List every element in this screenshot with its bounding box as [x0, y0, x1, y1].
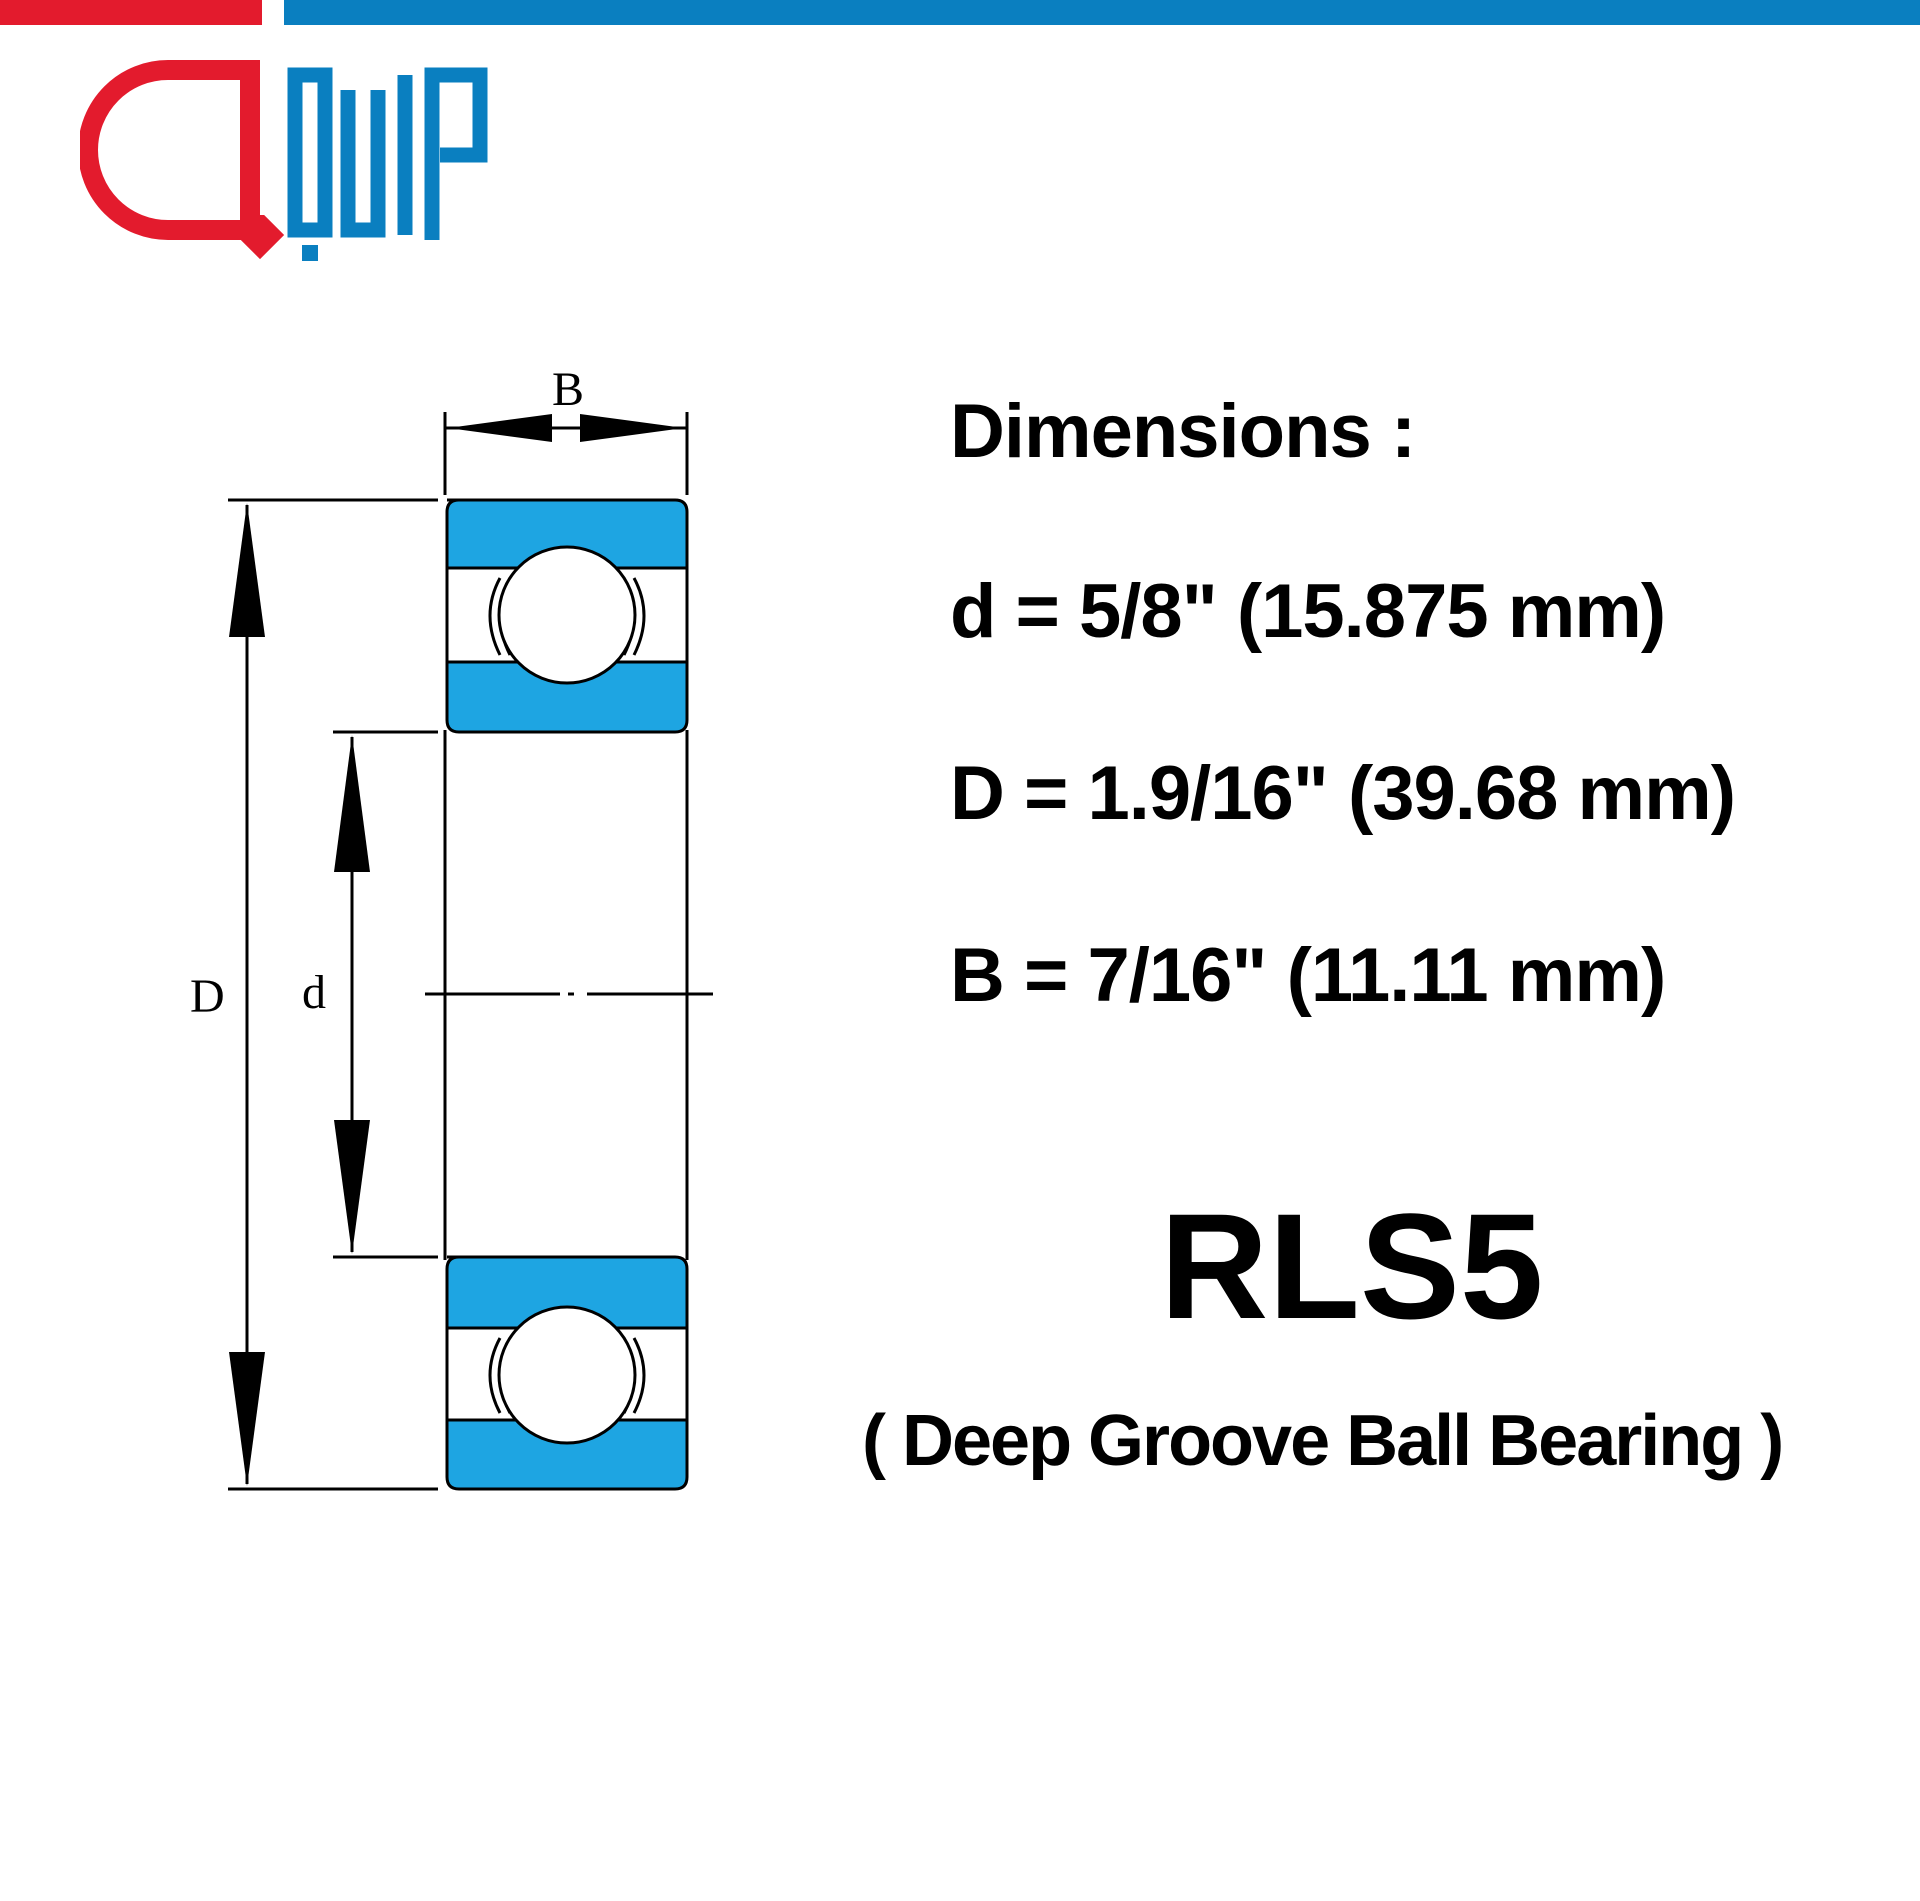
part-number: RLS5 — [1160, 1182, 1544, 1350]
bearing-section-bottom — [445, 1255, 689, 1491]
logo-wordmark — [287, 67, 488, 261]
top-accent-bar-blue — [284, 0, 1920, 25]
logo-q-mark — [80, 60, 285, 260]
width-spec: B = 7/16" (11.11 mm) — [950, 933, 1666, 1018]
inner-diameter-arrow-top — [334, 735, 370, 872]
top-accent-bar-red — [0, 0, 262, 25]
ball-bottom — [497, 1305, 637, 1445]
inner-diameter-label: d — [302, 966, 326, 1019]
bearing-type: ( Deep Groove Ball Bearing ) — [862, 1401, 1784, 1481]
ball-top — [497, 545, 637, 685]
inner-diameter-arrow-bottom — [334, 1120, 370, 1254]
width-label: B — [552, 363, 584, 416]
outer-diameter-spec: D = 1.9/16" (39.68 mm) — [950, 751, 1736, 836]
outer-diameter-label: D — [190, 970, 225, 1023]
inner-diameter-spec: d = 5/8" (15.875 mm) — [950, 569, 1666, 654]
outer-diameter-arrow-top — [229, 503, 265, 637]
width-arrow-left — [448, 414, 552, 442]
bearing-section-top — [445, 498, 689, 734]
brand-logo — [80, 60, 488, 261]
bearing-cross-section-diagram: B D d — [190, 363, 713, 1491]
outer-diameter-arrow-bottom — [229, 1352, 265, 1486]
dimensions-heading: Dimensions : — [950, 389, 1416, 474]
width-arrow-right — [580, 414, 684, 442]
